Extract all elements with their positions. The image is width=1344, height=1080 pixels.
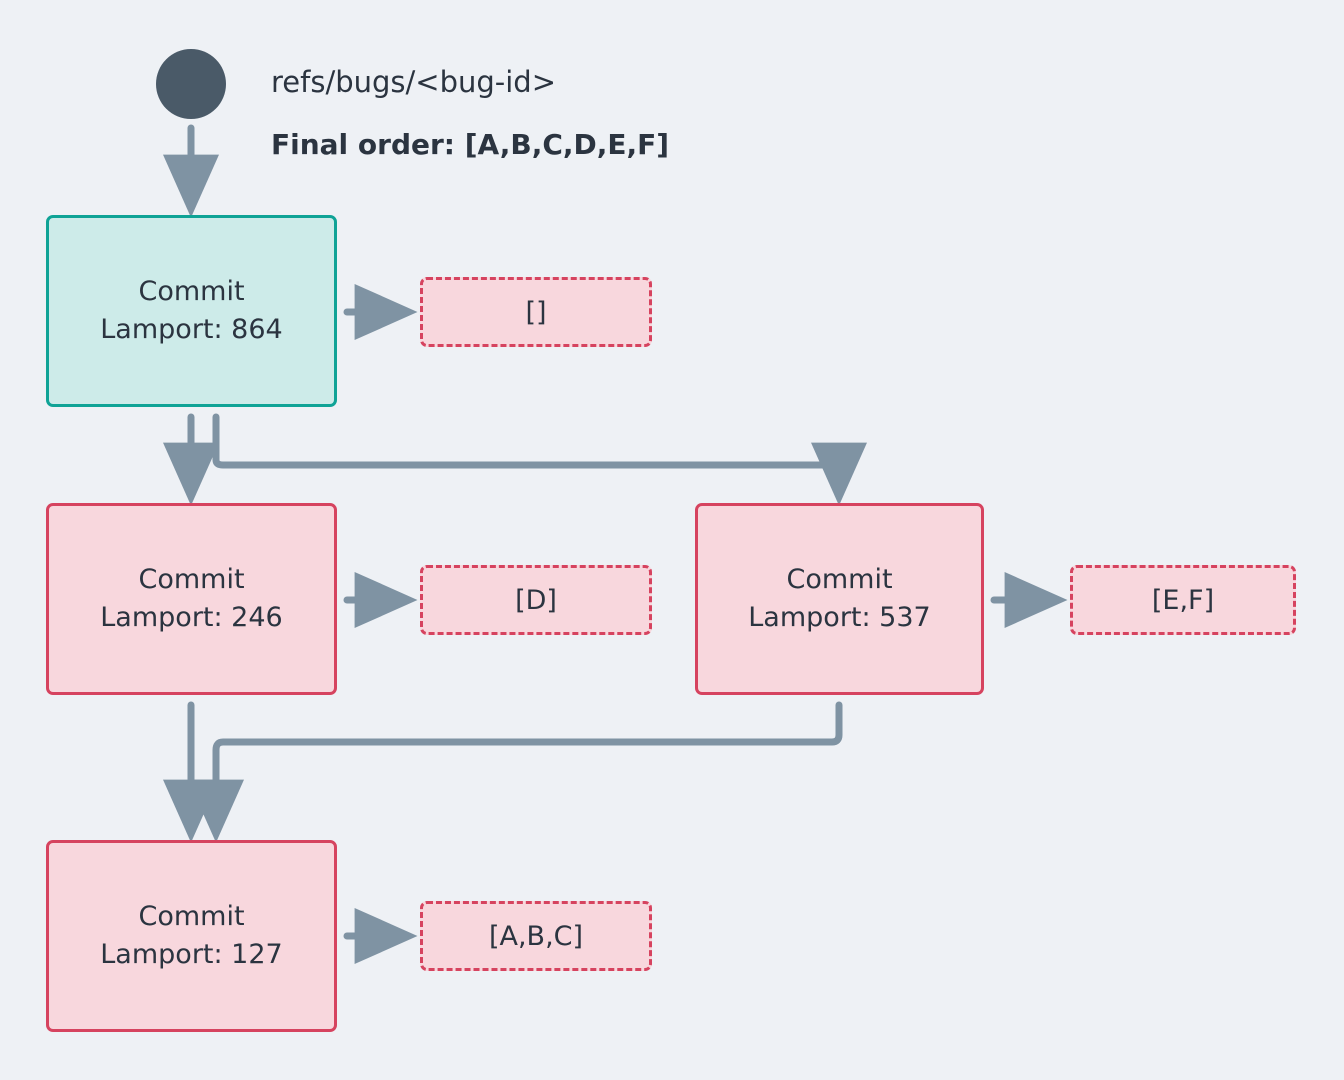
- badge-label: []: [525, 296, 547, 328]
- commit-node-title: Commit: [138, 563, 245, 595]
- badge-label: [E,F]: [1151, 584, 1215, 616]
- final-order-label: Final order: [A,B,C,D,E,F]: [271, 128, 670, 161]
- commit-node-lamport: Lamport: 864: [100, 314, 283, 345]
- commit-node-title: Commit: [138, 900, 245, 932]
- commit-badge-127: [A,B,C]: [420, 901, 652, 971]
- commit-node-lamport: Lamport: 127: [100, 939, 283, 970]
- commit-badge-864: []: [420, 277, 652, 347]
- ref-label: refs/bugs/<bug-id>: [271, 65, 557, 99]
- commit-node-246[interactable]: Commit Lamport: 246: [46, 503, 337, 695]
- commit-node-lamport: Lamport: 246: [100, 602, 283, 633]
- badge-label: [D]: [515, 584, 557, 616]
- start-node: [156, 49, 226, 119]
- commit-node-864[interactable]: Commit Lamport: 864: [46, 215, 337, 407]
- commit-node-537[interactable]: Commit Lamport: 537: [695, 503, 984, 695]
- commit-node-title: Commit: [138, 275, 245, 307]
- edge-537-to-127: [188, 701, 843, 843]
- badge-label: [A,B,C]: [488, 920, 584, 952]
- commit-badge-246: [D]: [420, 565, 652, 635]
- edge-864-to-537: [212, 413, 867, 506]
- commit-badge-537: [E,F]: [1070, 565, 1296, 635]
- commit-node-title: Commit: [786, 563, 893, 595]
- commit-node-127[interactable]: Commit Lamport: 127: [46, 840, 337, 1032]
- commit-node-lamport: Lamport: 537: [748, 602, 931, 633]
